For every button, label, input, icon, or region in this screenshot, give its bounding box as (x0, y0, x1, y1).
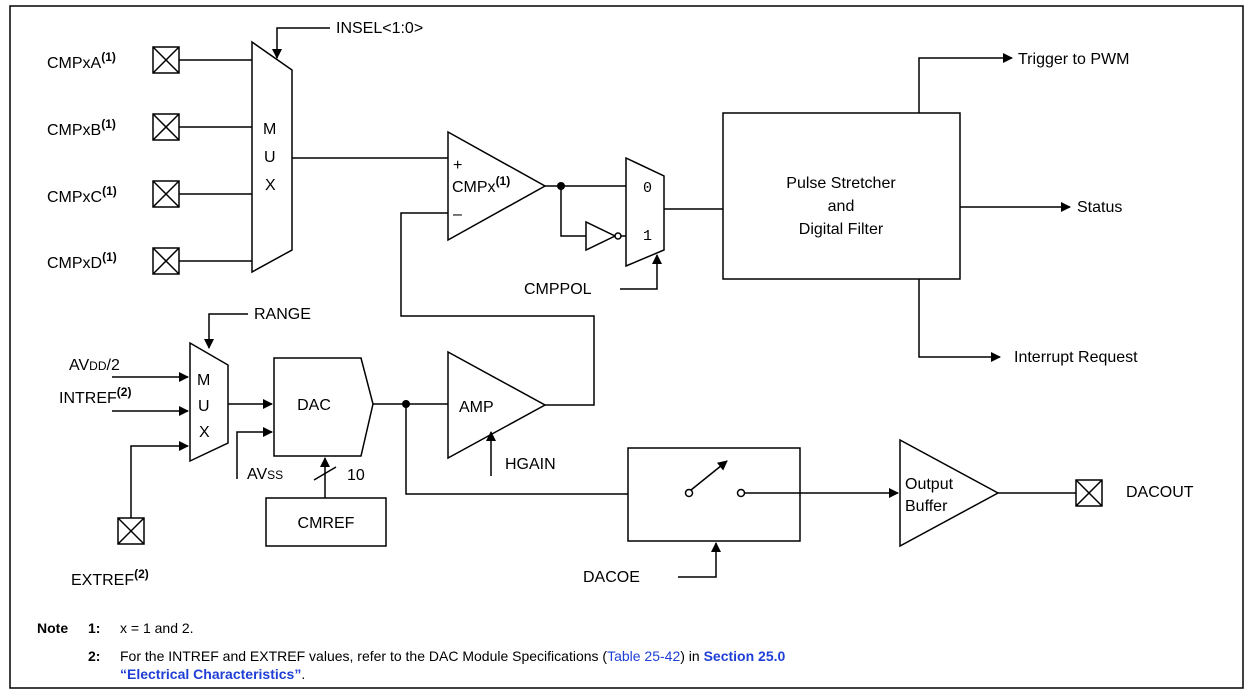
label-dacout: DACOUT (1126, 484, 1194, 501)
label-status: Status (1077, 199, 1122, 216)
label-dacoe: DACOE (583, 569, 640, 586)
mux-ref-x: X (199, 424, 210, 441)
mux-top-x: X (265, 177, 276, 194)
cmppol-arrow (620, 254, 662, 290)
link-section-25[interactable]: Section 25.0 (704, 648, 786, 664)
arrow-dacoe (678, 542, 721, 578)
filter-line3: Digital Filter (799, 221, 884, 238)
link-electrical-characteristics[interactable]: “Electrical Characteristics” (120, 666, 301, 682)
polarity-in1: 1 (643, 228, 652, 245)
label-cmpxd: CMPxD(1) (47, 250, 117, 272)
mux-top-u: U (264, 149, 276, 166)
pin-cmpxb (152, 113, 180, 141)
arrow-avss (236, 427, 273, 479)
label-cmpxc: CMPxC(1) (47, 184, 117, 206)
mux-input-select (251, 40, 293, 274)
arrow-trigger (918, 53, 1013, 113)
pin-cmpxc (152, 180, 180, 208)
note-heading: Note (37, 620, 68, 636)
label-cmppol: CMPPOL (524, 281, 592, 298)
arrow-extref (130, 441, 189, 518)
label-cmref: CMREF (298, 515, 355, 532)
note-2-number: 2: (88, 648, 100, 664)
note-1-number: 1: (88, 620, 100, 636)
filter-line1: Pulse Stretcher (786, 175, 896, 192)
label-interrupt: Interrupt Request (1014, 349, 1138, 366)
label-cmpx: CMPx(1) (452, 174, 510, 196)
output-buffer (899, 438, 1000, 548)
inverter (585, 220, 617, 252)
label-range: RANGE (254, 306, 311, 323)
switch-contact-right (736, 488, 746, 498)
filter-line2: and (828, 198, 855, 215)
pin-cmpxd (152, 247, 180, 275)
buffer-line1: Output (905, 476, 954, 493)
label-hgain: HGAIN (505, 456, 556, 473)
note-2-text-cont: “Electrical Characteristics”. (120, 666, 305, 682)
label-amp: AMP (459, 399, 494, 416)
comparator-minus: – (453, 206, 462, 223)
note-2-text: For the INTREF and EXTREF values, refer … (120, 648, 786, 664)
pin-dacout (1075, 479, 1103, 507)
pulse-stretcher-filter (722, 112, 961, 280)
mux-ref-m: M (197, 372, 210, 389)
wire-to-inverter (560, 186, 586, 237)
pin-extref (117, 517, 145, 545)
label-insel: INSEL<1:0> (336, 20, 423, 37)
mux-polarity (625, 156, 665, 268)
switch-contact-left (684, 488, 694, 498)
pin-cmpxa (152, 46, 180, 74)
label-cmpxb: CMPxB(1) (47, 117, 116, 139)
notes: Note 1: x = 1 and 2. 2: For the INTREF a… (37, 620, 786, 682)
comparator-cmpx (447, 130, 547, 242)
label-intref: INTREF(2) (59, 385, 131, 407)
cmref-block (265, 497, 387, 547)
diagram-frame (9, 5, 1244, 689)
arrow-interrupt (918, 279, 1001, 362)
buffer-line2: Buffer (905, 498, 948, 515)
output-switch-block (627, 447, 801, 542)
polarity-in0: 0 (643, 180, 652, 197)
label-dac: DAC (297, 397, 331, 414)
note-1-text: x = 1 and 2. (120, 620, 194, 636)
wires-pins-to-mux (179, 59, 252, 262)
label-avss: AVSS (247, 466, 283, 483)
mux-ref-u: U (198, 398, 210, 415)
mux-reference-select (189, 341, 229, 463)
switch-lever (690, 460, 728, 491)
wire-amp-to-comparator (400, 212, 595, 406)
wire-dac-to-switch (405, 404, 628, 495)
dac-block (273, 357, 374, 457)
amp-block (447, 350, 547, 460)
label-avdd: AVDD/2 (69, 357, 120, 374)
label-trigger: Trigger to PWM (1018, 51, 1129, 68)
mux-top-m: M (263, 121, 276, 138)
insel-arrow (272, 27, 330, 59)
bus-slash (313, 466, 337, 481)
inverter-bubble (614, 232, 622, 240)
comparator-plus: + (453, 157, 462, 174)
label-extref: EXTREF(2) (71, 567, 149, 589)
range-arrow (204, 313, 248, 349)
link-table-25-42[interactable]: Table 25-42 (607, 648, 680, 664)
label-bus-width: 10 (347, 467, 365, 484)
label-cmpxa: CMPxA(1) (47, 50, 116, 72)
